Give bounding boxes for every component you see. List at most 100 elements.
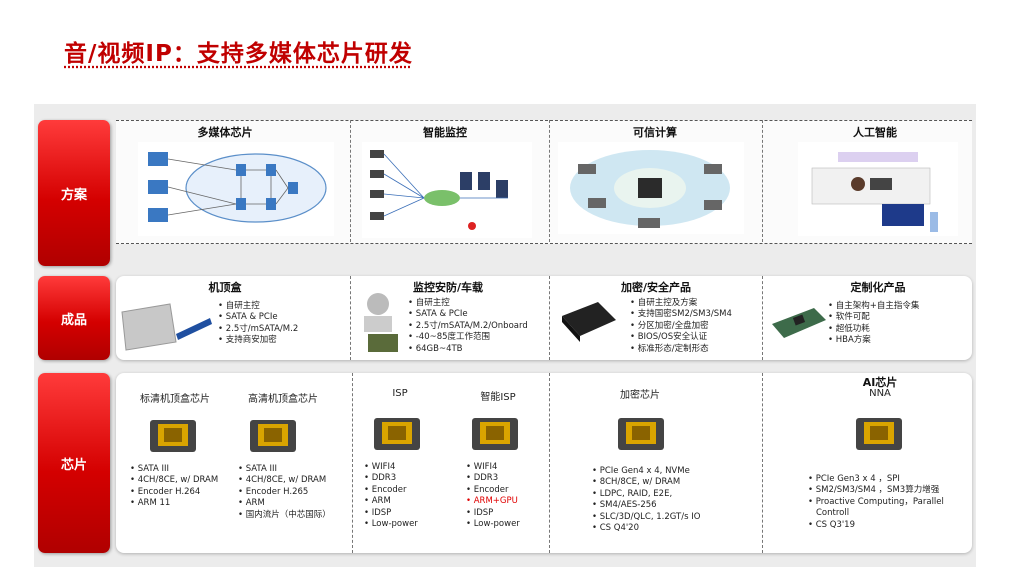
chip-bullet: 国内流片（中芯国际） (238, 510, 331, 521)
chip-bullets: PCIe Gen4 x 4, NVMe 8CH/8CE, w/ DRAM LDP… (592, 466, 701, 534)
product-bullet: BIOS/OS安全认证 (630, 332, 732, 343)
surveillance-diagram (362, 142, 532, 238)
product-bullets: 自研主控及方案 支持国密SM2/SM3/SM4 分区加密/全盘加密 BIOS/O… (630, 298, 732, 355)
solution-title: 多媒体芯片 (197, 126, 253, 139)
product-title: 定制化产品 (850, 281, 906, 294)
chip-bullet: Low-power (466, 519, 520, 530)
chip-bullet: LDPC, RAID, E2E, (592, 489, 700, 500)
chip-label: 加密芯片 (620, 390, 660, 401)
chip-bullet: CS Q3'19 (808, 520, 944, 531)
chip-bullet: ARM (238, 498, 331, 509)
ssd-product-image (121, 303, 212, 351)
chip-bullet: Encoder H.264 (130, 487, 218, 498)
chip-bullet: SM2/SM3/SM4 ，SM3算力增强 (808, 485, 944, 496)
chip-bullet: ARM (364, 496, 418, 507)
chip-icon (856, 418, 902, 450)
trusted-computing-diagram (558, 142, 744, 234)
solution-title: 人工智能 (853, 126, 897, 139)
divider (350, 120, 351, 242)
row-tab-chip: 芯片 (38, 373, 110, 553)
chip-bullet: SM4/AES-256 (592, 500, 700, 511)
chip-bullet: Encoder (466, 485, 520, 496)
product-title: 监控安防/车载 (412, 281, 484, 294)
ai-diagram (798, 142, 958, 236)
chip-bullet: 4CH/8CE, w/ DRAM (238, 475, 331, 486)
row-tab-product: 成品 (38, 276, 110, 360)
divider (350, 276, 351, 360)
product-bullet: SATA & PCIe (408, 309, 528, 320)
chip-bullet: SATA III (238, 464, 331, 475)
chip-icon (374, 418, 420, 450)
product-bullet: 支持商安加密 (218, 335, 298, 346)
chip-icon (472, 418, 518, 450)
chip-bullet: WIFI4 (364, 462, 418, 473)
product-bullet: 超低功耗 (828, 324, 919, 335)
divider (762, 120, 763, 242)
chip-sublabel: NNA (869, 388, 891, 399)
product-bullet: 64GB~4TB (408, 344, 528, 355)
product-bullets: 自研主控 SATA & PCIe 2.5寸/mSATA/M.2 支持商安加密 (218, 301, 299, 347)
product-title: 加密/安全产品 (620, 281, 692, 294)
chip-bullet: Proactive Computing，Parallel (808, 497, 944, 508)
chip-bullets: SATA III 4CH/8CE, w/ DRAM Encoder H.265 … (238, 464, 331, 521)
chip-label: 智能ISP (480, 392, 516, 403)
product-bullet: 支持国密SM2/SM3/SM4 (630, 309, 732, 320)
chip-bullet: DDR3 (364, 473, 418, 484)
divider (762, 276, 763, 360)
chip-bullet: CS Q4'20 (592, 523, 700, 534)
product-title: 机顶盒 (208, 281, 242, 294)
chip-label: AI芯片 (862, 376, 898, 389)
solution-title: 智能监控 (423, 126, 467, 139)
chip-label: 高清机顶盒芯片 (248, 394, 318, 405)
product-bullet: 分区加密/全盘加密 (630, 321, 732, 332)
product-bullet: 自主架构+自主指令集 (828, 301, 920, 312)
chip-bullet: Low-power (364, 519, 418, 530)
chip-bullet: SLC/3D/QLC, 1.2GT/s IO (592, 512, 701, 523)
chip-bullet: IDSP (466, 508, 520, 519)
solution-title: 可信计算 (633, 126, 677, 139)
chip-bullet: SATA III (130, 464, 218, 475)
divider (549, 120, 550, 242)
product-bullet: 自研主控 (218, 301, 298, 312)
product-bullet: 标准形态/定制形态 (630, 344, 732, 355)
row-tab-solution: 方案 (38, 120, 110, 266)
chip-bullets: PCIe Gen3 x 4 ，SPI SM2/SM3/SM4 ，SM3算力增强 … (808, 474, 944, 531)
chip-bullet: DDR3 (466, 473, 520, 484)
chip-bullet: Encoder H.265 (238, 487, 331, 498)
product-bullet: SATA & PCIe (218, 312, 298, 323)
chip-icon (150, 420, 196, 452)
chip-bullet: 4CH/8CE, w/ DRAM (130, 475, 219, 486)
chip-icon (250, 420, 296, 452)
divider (549, 276, 550, 360)
product-bullet: 2.5寸/mSATA/M.2 (218, 324, 299, 335)
chip-icon (618, 418, 664, 450)
chip-bullet: ARM 11 (130, 498, 218, 509)
camera-module-image (364, 293, 398, 352)
encrypted-drive-image (562, 302, 616, 342)
network-diagram (138, 142, 334, 236)
chip-bullet: PCIe Gen4 x 4, NVMe (592, 466, 700, 477)
chip-bullet: WIFI4 (466, 462, 520, 473)
chip-bullets: SATA III 4CH/8CE, w/ DRAM Encoder H.264 … (130, 464, 219, 510)
chip-bullet: IDSP (364, 508, 418, 519)
product-bullet: 自研主控及方案 (630, 298, 732, 309)
product-bullet: 软件可配 (828, 312, 919, 323)
chip-bullet: PCIe Gen3 x 4 ，SPI (808, 474, 944, 485)
product-bullet: HBA方案 (828, 335, 919, 346)
chip-bullets: WIFI4 DDR3 Encoder ARM IDSP Low-power (364, 462, 418, 530)
divider (549, 373, 550, 553)
custom-board-image (772, 308, 826, 338)
page-title: 音/视频IP：支持多媒体芯片研发 (64, 41, 413, 67)
chip-bullet-highlight: ARM+GPU (466, 496, 520, 507)
divider (352, 373, 353, 553)
chip-bullet-continuation: Controll (816, 508, 850, 519)
chip-bullets: WIFI4 DDR3 Encoder ARM+GPU IDSP Low-powe… (466, 462, 520, 530)
product-bullets: 自主架构+自主指令集 软件可配 超低功耗 HBA方案 (828, 301, 920, 347)
product-bullets: 自研主控 SATA & PCIe 2.5寸/mSATA/M.2/Onboard … (408, 298, 528, 355)
chip-bullet: 8CH/8CE, w/ DRAM (592, 477, 700, 488)
divider (762, 373, 763, 553)
product-bullet: 2.5寸/mSATA/M.2/Onboard (408, 321, 528, 332)
chip-bullet: Encoder (364, 485, 418, 496)
chip-label: ISP (392, 388, 408, 399)
product-bullet: 自研主控 (408, 298, 528, 309)
